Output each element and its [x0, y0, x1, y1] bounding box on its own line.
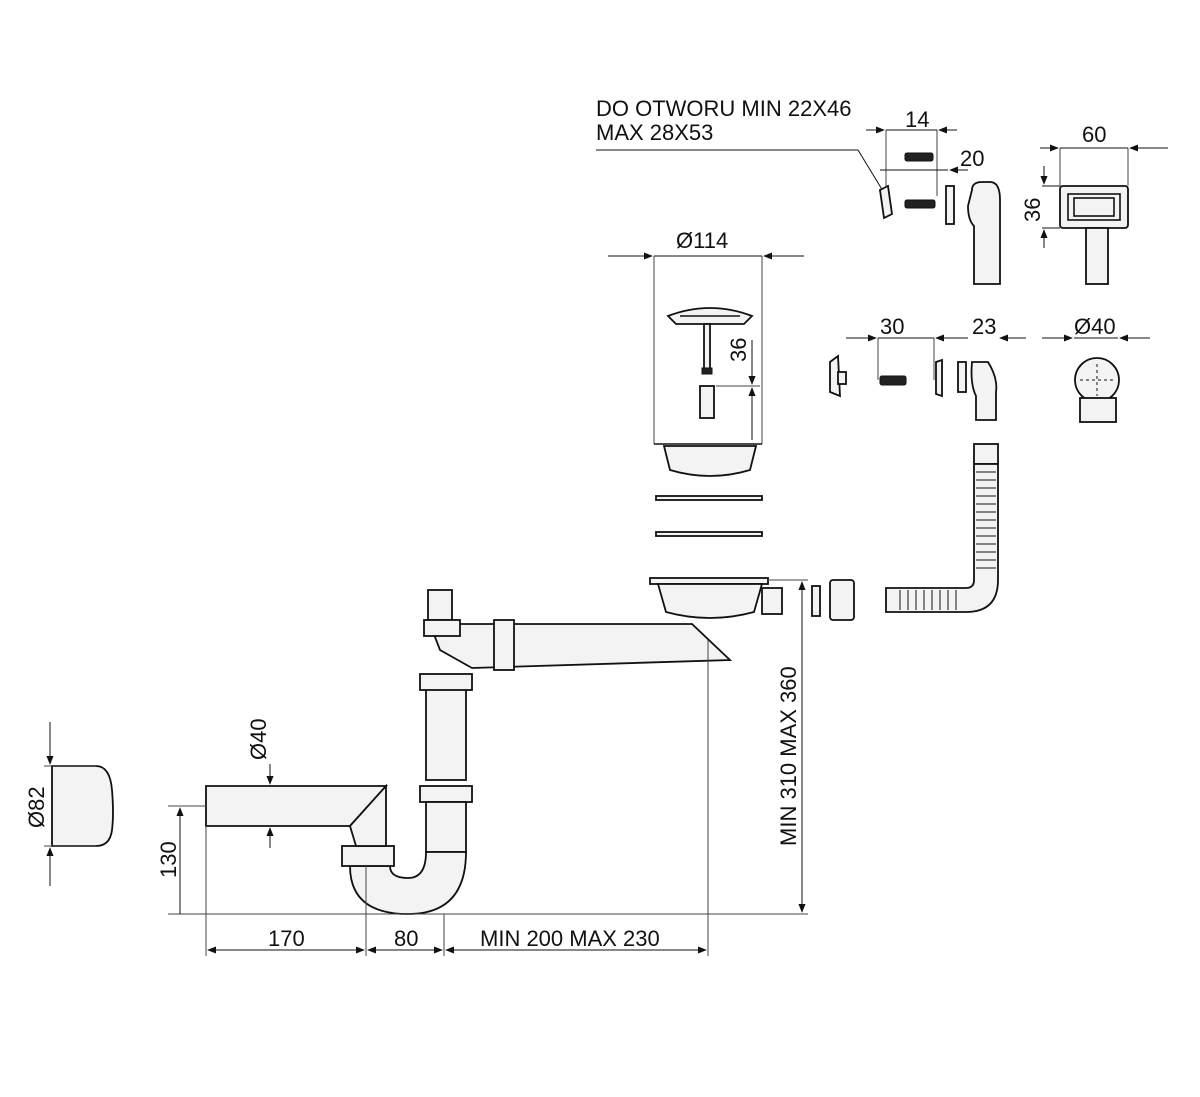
dim-40-pipe: Ø40 [246, 718, 271, 760]
dim-80: 80 [394, 926, 418, 951]
dim-170: 170 [268, 926, 305, 951]
siphon-nut-top [419, 673, 473, 691]
overflow-elbow [967, 181, 1001, 285]
screw-part [904, 152, 934, 162]
wall-rosette-part: Ø82 [24, 722, 114, 886]
dim-horizontal-range: MIN 200 MAX 230 [480, 926, 660, 951]
round-overflow-screw [879, 375, 907, 386]
siphon-nut-mid [419, 785, 473, 803]
dim-vertical-range: MIN 310 MAX 360 [776, 666, 801, 846]
siphon-horizontal-arm [428, 623, 733, 669]
overflow-parts-top: 14 20 60 36 [866, 107, 1168, 285]
dim-23: 23 [972, 314, 996, 339]
wall-rosette [51, 765, 114, 847]
overflow-nipple [761, 587, 783, 615]
u-trap-bend [349, 851, 467, 915]
round-gasket [935, 358, 943, 398]
dim-114: Ø114 [676, 228, 728, 253]
square-overflow-pipe [1085, 227, 1109, 285]
corrugated-hose [885, 463, 999, 613]
strainer-body [656, 583, 764, 619]
hose-nut [829, 579, 855, 621]
square-overflow-cover [1059, 185, 1129, 229]
siphon-body [205, 589, 733, 915]
dim-36-basket: 36 [726, 338, 751, 362]
round-overflow-cap [829, 354, 841, 398]
gasket-1 [655, 495, 763, 501]
dim-36-overflow: 36 [1020, 198, 1045, 222]
plug-bolt [699, 385, 715, 419]
siphon-vertical-pipe [425, 675, 467, 781]
screw-part-2 [904, 199, 936, 209]
round-overflow-elbow [970, 361, 998, 421]
dim-20: 20 [960, 146, 984, 171]
overall-dimensions: Ø40 130 170 80 MIN 200 MAX 230 MIN 310 M… [156, 579, 808, 956]
basket-strainer-assembly: Ø114 36 [608, 228, 804, 619]
round-overflow-outlet [1079, 397, 1117, 423]
gasket-plate [945, 185, 955, 225]
hose-washer [811, 585, 821, 617]
siphon-nut-trap [341, 845, 395, 867]
dim-30: 30 [880, 314, 904, 339]
dim-130: 130 [156, 841, 181, 878]
note-line-1: DO OTWORU MIN 22X46 [596, 96, 851, 121]
gasket-2 [655, 531, 763, 537]
dim-40-round: Ø40 [1074, 314, 1116, 339]
dim-60: 60 [1082, 122, 1106, 147]
plug-stem [703, 323, 711, 371]
note-line-2: MAX 28X53 [596, 120, 713, 145]
overflow-cover-clip [879, 184, 893, 220]
dim-14: 14 [905, 107, 929, 132]
flexible-overflow-hose [801, 443, 999, 621]
dim-82: Ø82 [24, 786, 49, 828]
overflow-parts-round: 30 23 Ø40 [829, 314, 1150, 423]
overflow-hole-note: DO OTWORU MIN 22X46 MAX 28X53 [596, 96, 887, 197]
strainer-bowl [662, 445, 758, 477]
siphon-top-connector [427, 589, 453, 621]
